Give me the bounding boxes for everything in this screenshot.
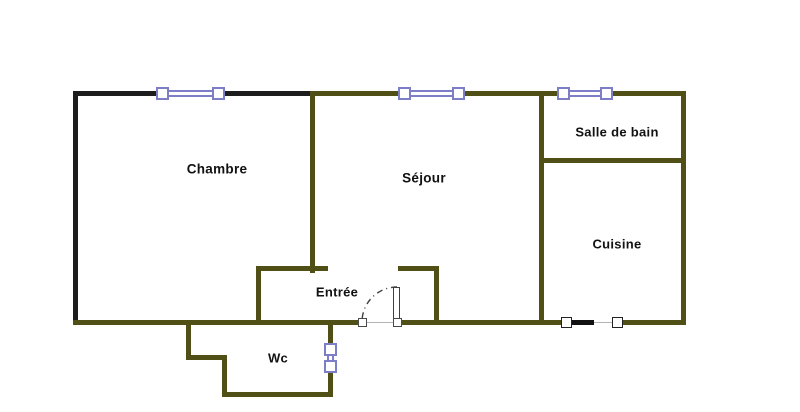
wall-bottom-c [623,320,686,325]
window-endcap [557,87,570,100]
door-threshold-line [594,322,613,323]
window-endcap [156,87,169,100]
wall-bottom-a [73,320,363,325]
wall-entree-left [256,266,261,325]
window-endcap [324,360,337,373]
door-jamb [612,317,623,328]
door-threshold-line [363,322,398,323]
room-label-salle-de-bain: Salle de bain [575,124,659,140]
door-jamb [358,318,367,327]
wall-wc-left-lower [222,355,227,397]
room-label-wc: Wc [267,350,289,366]
window-endcap [452,87,465,100]
door-leaf-bar [571,320,594,325]
wall-chambre-sejour-divider [310,91,315,273]
window-glass-line [162,90,218,97]
room-label-entree: Entrée [315,284,359,300]
wall-bottom-b [398,320,562,325]
wall-wc-step [186,355,227,360]
wall-entree-right [434,266,439,325]
window-endcap [212,87,225,100]
wall-sejour-kitchen-divider [539,91,544,325]
wall-wc-left-upper [186,320,191,360]
wall-entree-stub-right [398,266,439,271]
window-endcap [600,87,613,100]
window-glass-line [327,350,334,367]
window-endcap [324,343,337,356]
wall-bath-kitchen-divider [539,158,686,163]
wall-left-dark [73,91,78,325]
room-label-cuisine: Cuisine [592,236,642,252]
wall-wc-bottom [222,392,333,397]
window-glass-line [563,90,607,97]
window-endcap [398,87,411,100]
room-label-chambre: Chambre [186,161,248,177]
room-label-sejour: Séjour [402,170,446,186]
wall-entree-stub-left [256,266,328,271]
door-jamb [561,317,572,328]
wall-right [681,91,686,325]
window-glass-line [404,90,459,97]
wall-top-right [310,91,686,96]
door-swing-arc [361,286,398,323]
door-hinge [393,318,402,327]
